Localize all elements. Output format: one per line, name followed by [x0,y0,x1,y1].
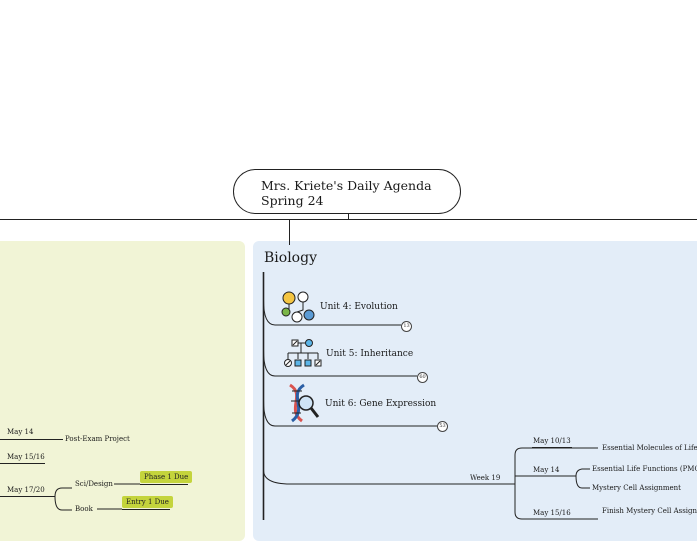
connector-lines [0,214,697,520]
dna-icon [289,383,320,423]
biology-title[interactable]: Biology [264,250,317,266]
root-topic[interactable]: Mrs. Kriete's Daily Agenda Spring 24 [233,169,461,214]
day-may-10-13[interactable]: May 10/13 [533,437,571,445]
left-date-may-17-20[interactable]: May 17/20 [7,486,45,494]
unit-4-label[interactable]: Unit 4: Evolution [320,302,398,312]
unit-5-label[interactable]: Unit 5: Inheritance [326,349,414,359]
unit-5-count-badge[interactable]: 60 [417,372,428,383]
topic-essential-life-functions[interactable]: Essential Life Functions (PMC M [592,465,697,473]
unit-6-label[interactable]: Unit 6: Gene Expression [325,399,437,409]
left-date-may-14[interactable]: May 14 [7,428,34,436]
biology-panel [253,241,697,541]
week-19-label[interactable]: Week 19 [470,474,501,482]
unit-4-count-badge[interactable]: 13 [401,321,412,332]
day-may-14[interactable]: May 14 [533,466,560,474]
phase-1-due-tag[interactable]: Phase 1 Due [140,471,193,483]
root-subtitle: Spring 24 [261,193,324,208]
sci-design-label[interactable]: Sci/Design [75,480,113,488]
day-may-15-16[interactable]: May 15/16 [533,509,571,517]
left-date-may-15-16[interactable]: May 15/16 [7,453,45,461]
evolution-icon [281,291,315,323]
topic-mystery-cell-assignment[interactable]: Mystery Cell Assignment [592,484,681,492]
unit-6-count-badge[interactable]: 53 [437,421,448,432]
book-label[interactable]: Book [75,505,93,513]
left-topic-panel [0,241,245,541]
inheritance-icon [284,339,322,367]
entry-1-due-tag[interactable]: Entry 1 Due [122,496,173,508]
root-title: Mrs. Kriete's Daily Agenda [261,178,432,193]
topic-essential-molecules[interactable]: Essential Molecules of Life [602,444,697,452]
post-exam-project[interactable]: Post-Exam Project [65,435,130,443]
topic-finish-mystery-cell[interactable]: Finish Mystery Cell Assignm [602,507,697,515]
